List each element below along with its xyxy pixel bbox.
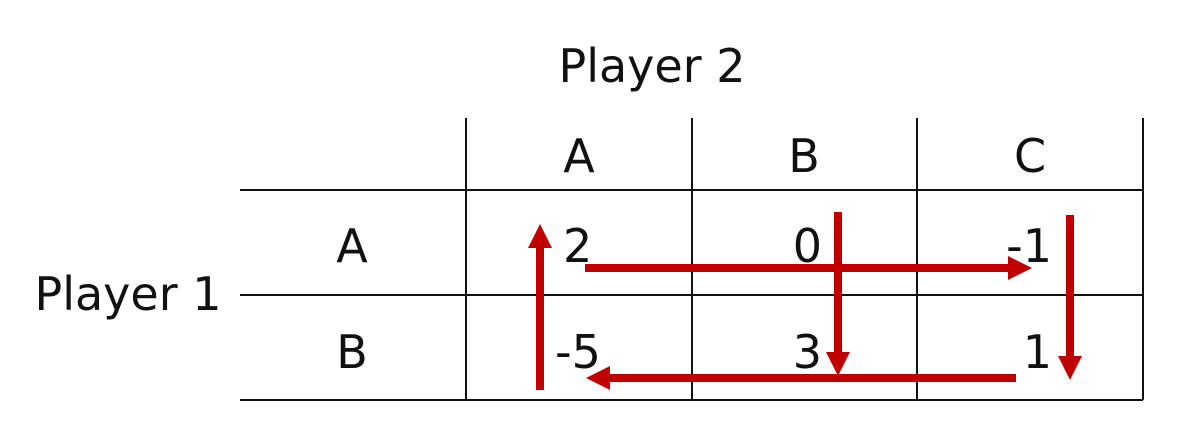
column-header-b: B <box>788 129 820 183</box>
payoff-b-a: -5 <box>555 325 601 379</box>
payoff-b-b: 3 <box>793 325 822 379</box>
row-header-b: B <box>336 325 368 379</box>
best-response-arrows <box>528 212 1082 390</box>
arrow-col-a-up <box>528 224 552 390</box>
row-header-a: A <box>336 219 368 273</box>
column-header-a: A <box>563 129 595 183</box>
payoff-b-c: 1 <box>1023 325 1052 379</box>
arrow-col-b-down <box>826 212 850 376</box>
player-2-label: Player 2 <box>558 39 745 93</box>
arrow-col-c-down <box>1058 215 1082 380</box>
column-header-c: C <box>1014 129 1046 183</box>
arrow-row-b-left <box>586 366 1016 390</box>
arrow-row-a-right <box>585 256 1032 280</box>
player-1-label: Player 1 <box>34 267 221 321</box>
matrix-grid <box>240 118 1144 401</box>
